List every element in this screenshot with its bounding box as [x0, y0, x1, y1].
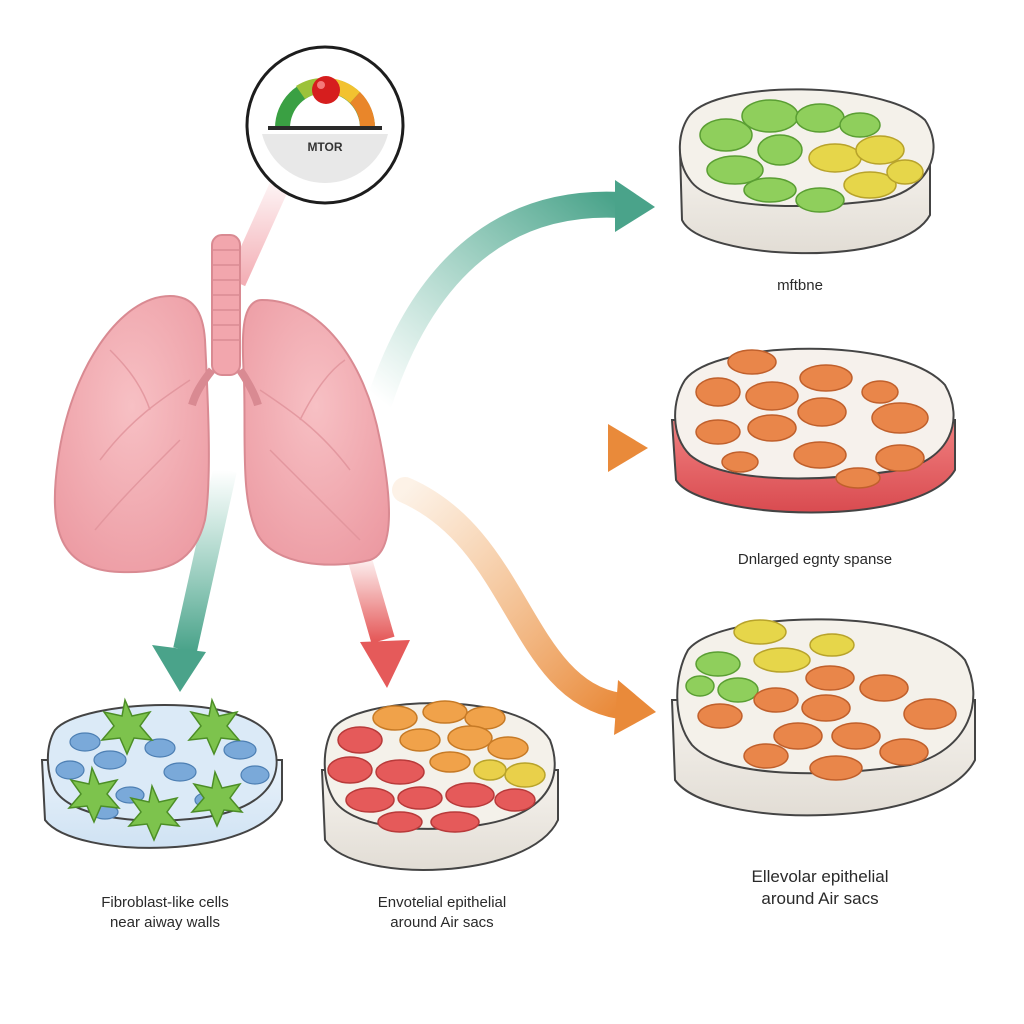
gauge-label: MTOR	[307, 140, 343, 154]
cells-orange	[695, 349, 929, 489]
caption-top-right: mftbne	[777, 277, 823, 294]
arrow-to-bottom-right	[392, 477, 633, 719]
star-cells	[67, 697, 244, 842]
flow-arrows	[152, 175, 656, 735]
caption-bottom-center: Envotelial epithelial around Air sacs	[377, 894, 507, 931]
sample-middle-right	[670, 347, 956, 514]
gauge-needle	[312, 76, 340, 104]
lungs-icon	[53, 234, 390, 574]
sample-top-right	[678, 88, 935, 255]
lung-left	[53, 294, 210, 574]
arrow-to-top-right	[367, 191, 633, 413]
arrow-head-bottom-right	[614, 680, 656, 735]
mtor-gauge	[245, 45, 405, 205]
caption-middle-right: Dnlarged egnty spanse	[737, 551, 893, 568]
caption-bottom-right: Ellevolar epithelial around Air sacs	[751, 867, 889, 909]
caption-bottom-left: Fibroblast-like cells near aiway walls	[101, 894, 229, 931]
cells-green	[699, 99, 881, 213]
arrow-head-bottom-left	[152, 645, 206, 692]
sample-bottom-left	[40, 697, 283, 849]
sample-bottom-right	[670, 618, 976, 817]
arrow-to-bottom-left	[173, 467, 237, 653]
arrow-head-middle-right	[608, 424, 648, 472]
gauge-arc-orange	[350, 92, 376, 128]
arrow-head-top-right	[615, 180, 655, 232]
cells-yellow	[808, 135, 924, 199]
arrow-head-bottom-center	[360, 640, 410, 688]
gauge-stem	[226, 175, 292, 287]
arrow-to-bottom-center	[348, 556, 395, 644]
sample-bottom-center	[320, 700, 559, 871]
